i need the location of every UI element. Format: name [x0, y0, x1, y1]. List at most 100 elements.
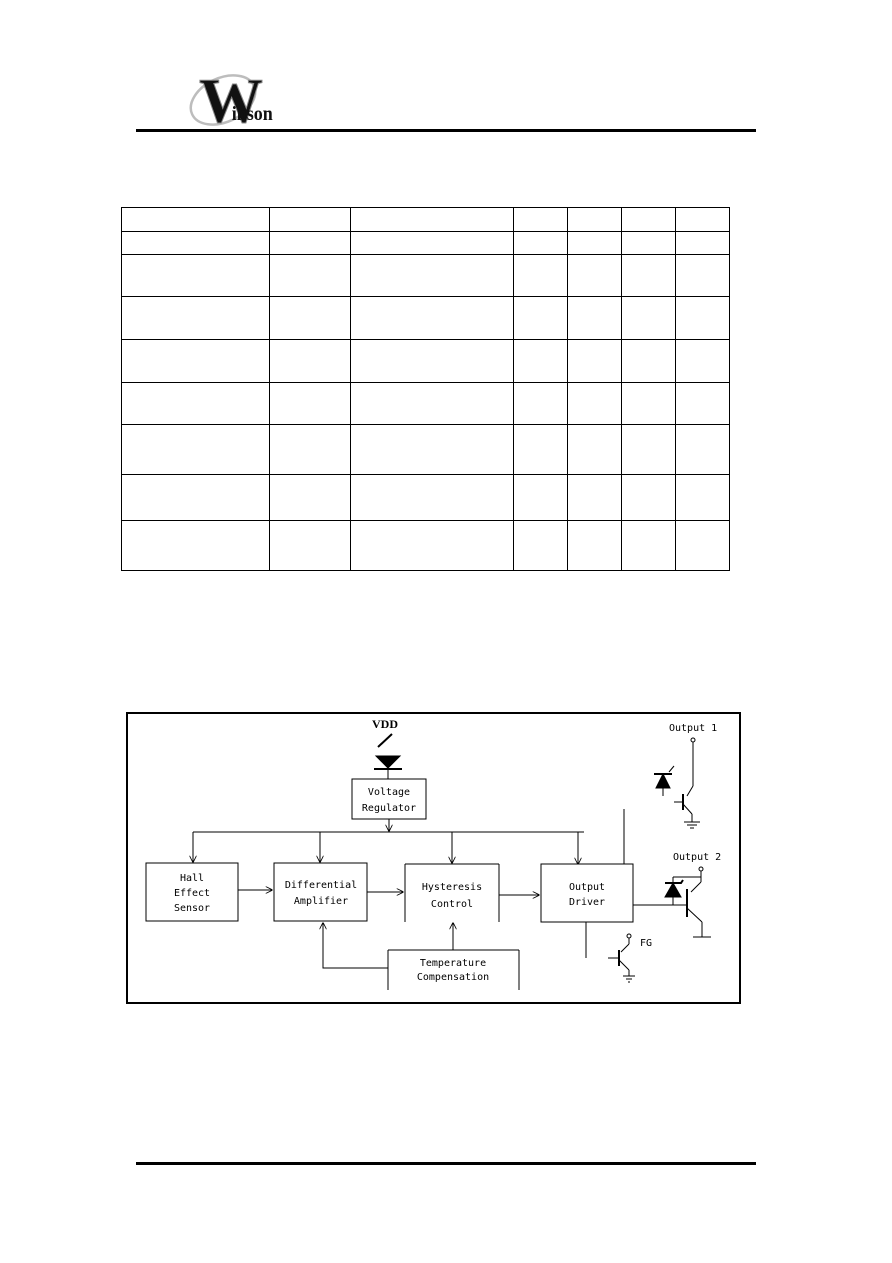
table-cell — [620, 520, 676, 571]
output2-zener-icon — [664, 876, 701, 905]
table-cell — [674, 424, 731, 476]
amp-line-1: Differential — [285, 880, 357, 891]
table-row — [120, 520, 731, 571]
header-rule — [136, 129, 756, 132]
table-cell — [620, 474, 676, 522]
table-cell — [269, 253, 352, 298]
table-cell — [620, 381, 676, 426]
table-cell — [512, 253, 568, 298]
diagram-frame — [126, 712, 741, 1004]
output-driver-block: Output Driver — [540, 863, 634, 923]
block-diagram: VDD Voltage Regulator Hall Effect Sensor… — [126, 712, 741, 1004]
table-cell — [512, 474, 568, 522]
temperature-compensation-block: Temperature Compensation — [387, 949, 520, 990]
amp-line-2: Amplifier — [294, 896, 348, 907]
voltage-regulator-block: Voltage Regulator — [351, 778, 427, 820]
logo-rest: inson — [232, 103, 273, 125]
table-cell — [120, 230, 271, 255]
table-cell — [120, 520, 271, 571]
hyst-line-1: Hysteresis — [422, 882, 482, 893]
table-cell — [350, 207, 514, 232]
table-cell — [566, 424, 622, 476]
output1-transistor-icon — [674, 737, 700, 829]
table-cell — [350, 339, 514, 383]
table-cell — [350, 230, 514, 255]
table-cell — [620, 339, 676, 383]
table-cell — [674, 253, 731, 298]
table-cell — [120, 339, 271, 383]
table-cell — [566, 230, 622, 255]
driver-line-1: Output — [569, 882, 605, 893]
table-cell — [120, 381, 271, 426]
table-cell — [269, 296, 352, 341]
winson-logo: W inson — [189, 65, 273, 132]
table-cell — [566, 520, 622, 571]
table-cell — [269, 474, 352, 522]
table-cell — [269, 230, 352, 255]
table-cell — [512, 381, 568, 426]
table-cell — [269, 424, 352, 476]
table-row — [120, 474, 731, 522]
table-cell — [350, 296, 514, 341]
table-row — [120, 339, 731, 383]
table-row — [120, 253, 731, 298]
spec-table — [120, 207, 731, 571]
footer-rule — [136, 1162, 756, 1165]
table-cell — [566, 296, 622, 341]
table-cell — [620, 296, 676, 341]
table-row — [120, 230, 731, 255]
table-cell — [512, 230, 568, 255]
table-cell — [120, 207, 271, 232]
table-cell — [566, 207, 622, 232]
table-row — [120, 207, 731, 232]
table-cell — [269, 520, 352, 571]
temp-feedback-lines — [323, 923, 453, 969]
regulator-line-2: Regulator — [362, 803, 416, 814]
table-cell — [674, 520, 731, 571]
table-cell — [512, 296, 568, 341]
table-cell — [350, 253, 514, 298]
table-cell — [674, 230, 731, 255]
table-cell — [620, 207, 676, 232]
table-row — [120, 424, 731, 476]
output1-label: Output 1 — [669, 723, 717, 734]
hall-line-1: Hall — [180, 873, 204, 884]
temp-line-2: Compensation — [417, 972, 489, 983]
vdd-label: VDD — [372, 717, 398, 731]
table-cell — [350, 520, 514, 571]
table-row — [120, 296, 731, 341]
table-cell — [620, 424, 676, 476]
table-cell — [620, 230, 676, 255]
hall-effect-sensor-block: Hall Effect Sensor — [145, 862, 239, 922]
temp-line-1: Temperature — [420, 958, 486, 969]
hyst-line-2: Control — [431, 899, 473, 910]
output1-diode-icon — [654, 765, 675, 796]
fg-label: FG — [640, 938, 652, 949]
table-cell — [512, 424, 568, 476]
table-cell — [566, 253, 622, 298]
table-cell — [674, 296, 731, 341]
regulator-line-1: Voltage — [368, 787, 410, 798]
table-cell — [120, 424, 271, 476]
logo-w: W — [199, 65, 263, 132]
hall-line-3: Sensor — [174, 903, 210, 914]
table-cell — [512, 339, 568, 383]
power-bus — [193, 809, 625, 864]
table-row — [120, 381, 731, 426]
hysteresis-control-block: Hysteresis Control — [404, 863, 500, 922]
logo-swoosh — [189, 74, 257, 126]
table-cell — [566, 474, 622, 522]
hall-line-2: Effect — [174, 888, 210, 899]
table-cell — [566, 381, 622, 426]
table-cell — [269, 207, 352, 232]
table-cell — [674, 474, 731, 522]
table-cell — [269, 339, 352, 383]
output2-label: Output 2 — [673, 852, 721, 863]
driver-line-2: Driver — [569, 897, 605, 908]
table-cell — [350, 381, 514, 426]
table-cell — [674, 381, 731, 426]
fg-transistor-icon — [608, 933, 635, 983]
output2-transistor-icon — [673, 866, 711, 938]
table-cell — [350, 474, 514, 522]
table-cell — [512, 520, 568, 571]
